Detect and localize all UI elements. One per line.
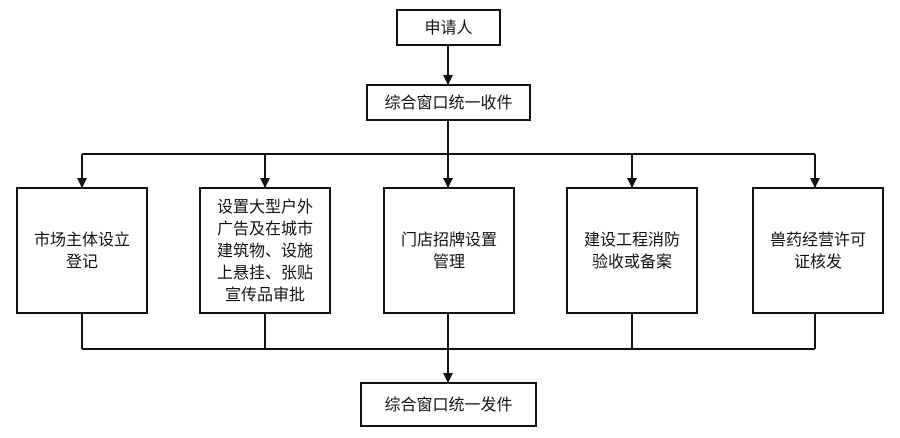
step-box-outdoor-advertising: 设置大型户外 广告及在城市 建筑物、设施 上悬挂、张贴 宣传品审批 <box>199 187 331 314</box>
step-box-veterinary-license: 兽药经营许可 证核发 <box>752 187 884 314</box>
receive-window-box: 综合窗口统一收件 <box>366 84 531 121</box>
step-label-fire-acceptance: 建设工程消防 验收或备案 <box>583 229 680 271</box>
issue-window-box: 综合窗口统一发件 <box>360 382 537 427</box>
step-box-storefront-sign: 门店招牌设置 管理 <box>383 187 515 314</box>
step-box-fire-acceptance: 建设工程消防 验收或备案 <box>566 187 698 314</box>
step-label-outdoor-advertising: 设置大型户外 广告及在城市 建筑物、设施 上悬挂、张贴 宣传品审批 <box>216 196 313 304</box>
applicant-box: 申请人 <box>396 9 501 46</box>
applicant-label: 申请人 <box>424 17 473 37</box>
step-label-storefront-sign: 门店招牌设置 管理 <box>400 229 497 271</box>
step-box-market-registration: 市场主体设立 登记 <box>16 187 148 314</box>
issue-window-label: 综合窗口统一发件 <box>384 394 513 414</box>
step-label-market-registration: 市场主体设立 登记 <box>33 229 130 271</box>
receive-window-label: 综合窗口统一收件 <box>384 92 513 112</box>
step-label-veterinary-license: 兽药经营许可 证核发 <box>769 229 866 271</box>
